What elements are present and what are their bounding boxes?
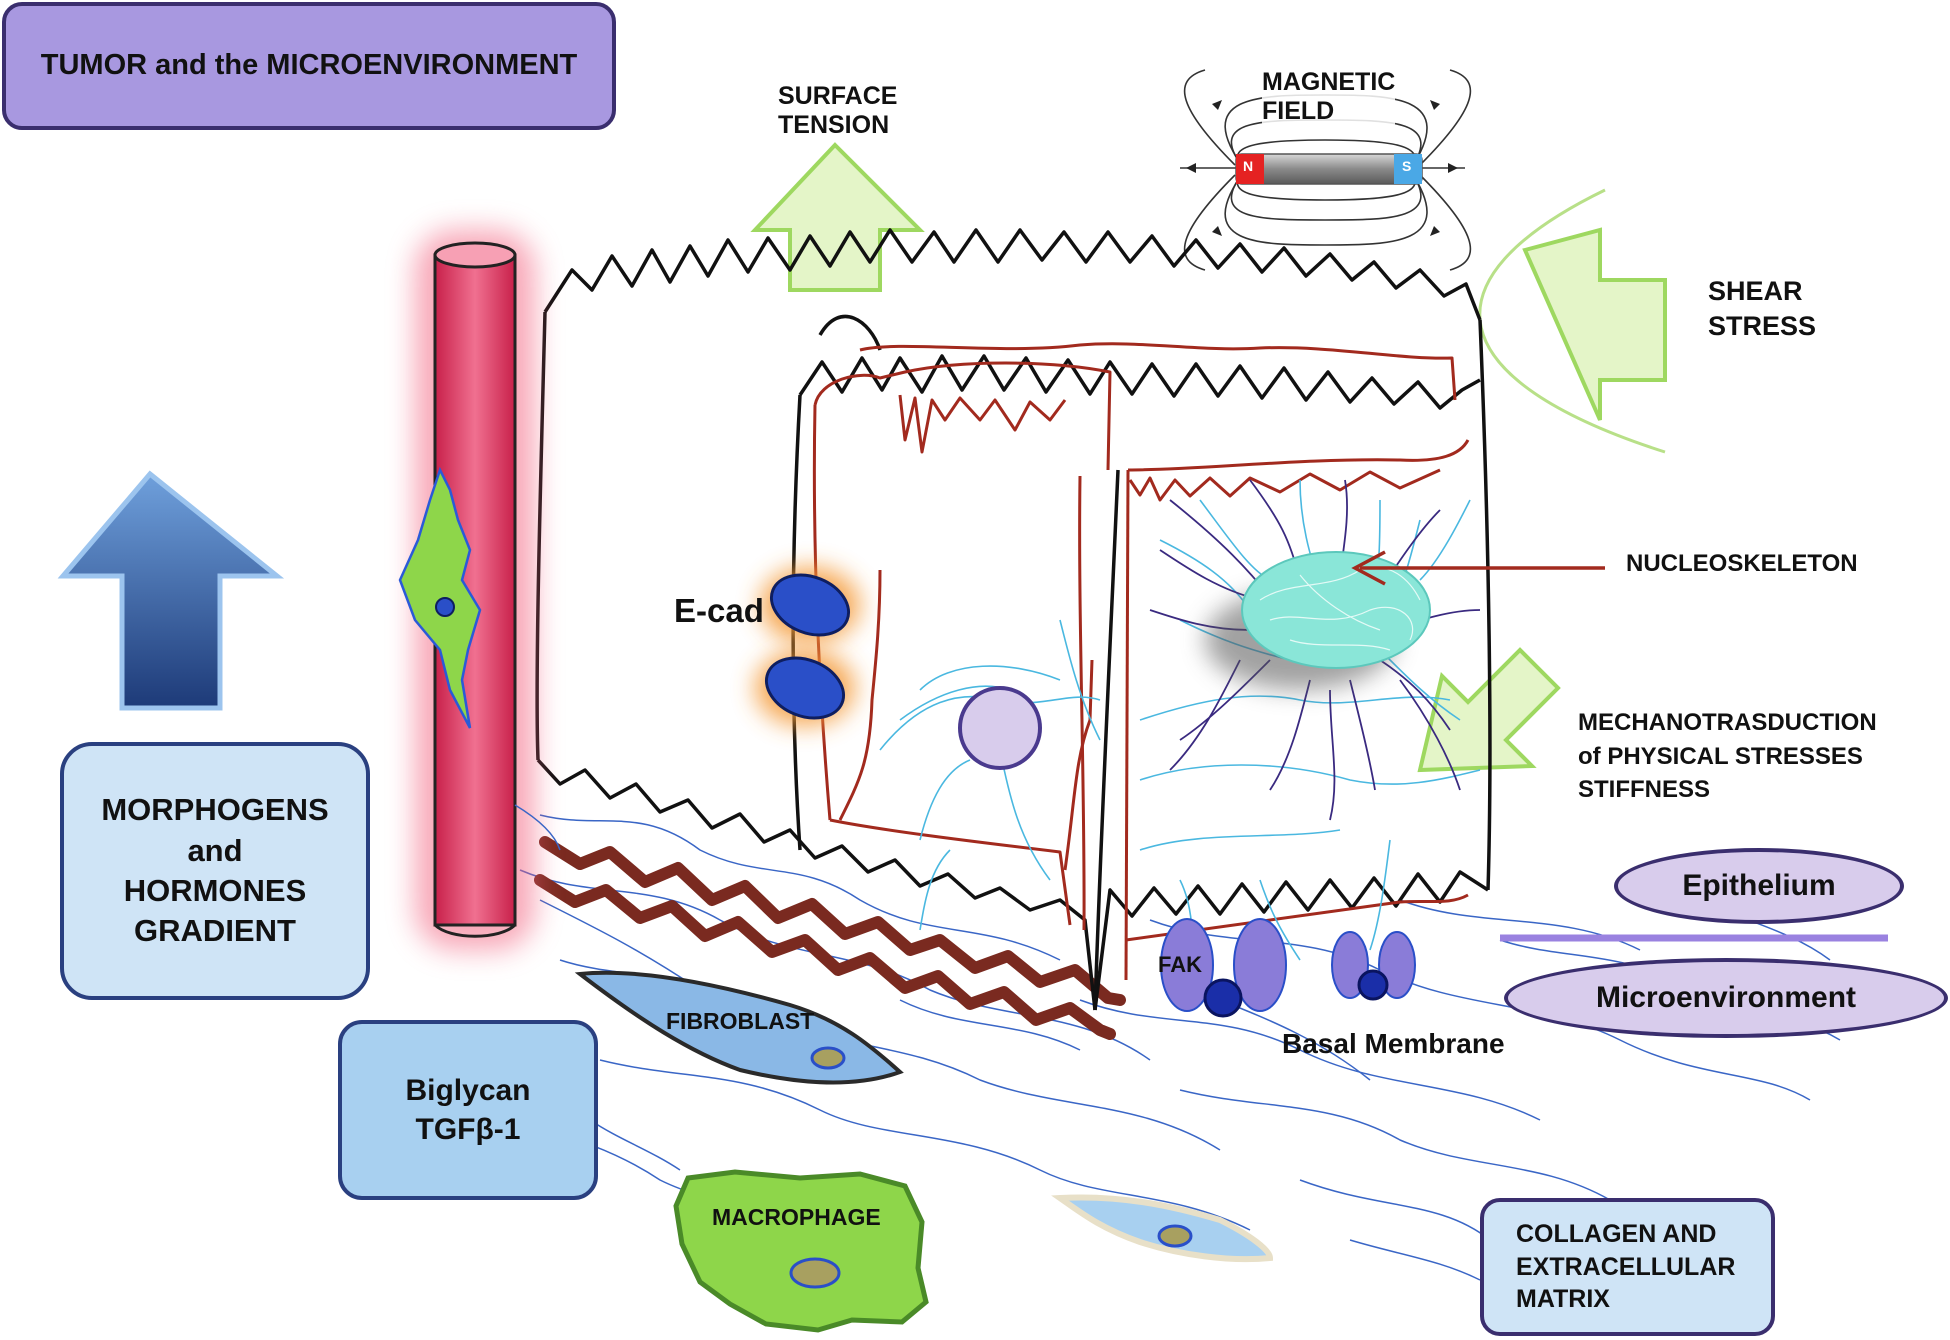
fibroblast-cell (574, 970, 904, 1085)
morphogens-line-3: HORMONES (123, 873, 307, 908)
microenvironment-label: Microenvironment (1595, 981, 1857, 1014)
collagen-ecm-box: COLLAGEN AND EXTRACELLULAR MATRIX (1480, 1198, 1775, 1336)
surface-tension-arrow (750, 142, 925, 292)
stromal-cell (1051, 1194, 1274, 1263)
title-box: TUMOR and the MICROENVIRONMENT (2, 2, 616, 130)
shear-stress-arrow (1478, 188, 1667, 454)
surface-tension-label: SURFACE TENSION (778, 82, 898, 139)
magnetic-field-icon (1180, 69, 1472, 271)
collagen-line-1: COLLAGEN AND (1516, 1220, 1717, 1249)
circulating-tumor-cell (398, 466, 482, 729)
nucleus (1205, 551, 1431, 690)
morphogens-gradient-arrow (57, 470, 285, 711)
morphogens-line-4: GRADIENT (134, 913, 296, 949)
collagen-fibers (534, 836, 1126, 1040)
biglycan-box: Biglycan TGFβ-1 (338, 1020, 598, 1200)
cell-nucleus-small (958, 686, 1042, 770)
collagen-line-3: MATRIX (1516, 1285, 1610, 1314)
box-connectors (514, 804, 1481, 1281)
macrophage-label: MACROPHAGE (712, 1204, 881, 1230)
epithelium-label-pill: Epithelium (1614, 848, 1904, 924)
microenvironment-label-pill: Microenvironment (1504, 958, 1948, 1038)
collagen-line-2: EXTRACELLULAR (1516, 1252, 1736, 1281)
epithelium-label: Epithelium (1682, 869, 1836, 902)
magnet-north-label: N (1243, 158, 1254, 174)
magnet-south-label: S (1402, 158, 1412, 174)
morphogens-box: MORPHOGENS and HORMONES GRADIENT (60, 742, 370, 1000)
morphogens-line-2: and (187, 832, 243, 868)
cytoskeleton-fibers (879, 479, 1481, 961)
blood-vessel (415, 230, 535, 950)
nucleoskeleton-label: NUCLEOSKELETON (1626, 550, 1858, 577)
fak-label: FAK (1158, 952, 1202, 977)
shear-stress-label: SHEAR STRESS (1708, 276, 1817, 342)
mechanotransduction-label: MECHANOTRASDUCTION of PHYSICAL STRESSES … (1578, 709, 1877, 804)
inner-cell-membranes (812, 342, 1470, 981)
basal-membrane-label: Basal Membrane (1282, 1028, 1505, 1059)
morphogens-line-1: MORPHOGENS (101, 792, 329, 828)
e-cadherin-junction (755, 567, 860, 726)
magnetic-field-label: MAGNETIC FIELD (1262, 68, 1396, 126)
fibroblast-label: FIBROBLAST (666, 1008, 815, 1034)
biglycan-line-2: TGFβ-1 (415, 1113, 521, 1146)
biglycan-line-1: Biglycan (405, 1074, 531, 1107)
page-title: TUMOR and the MICROENVIRONMENT (40, 49, 578, 82)
nucleoskeleton-pointer-arrow (1351, 550, 1605, 586)
macrophage-cell (673, 1169, 929, 1333)
integrin-fak-complex (1160, 918, 1416, 1018)
e-cadherin-label: E-cad (674, 592, 764, 629)
